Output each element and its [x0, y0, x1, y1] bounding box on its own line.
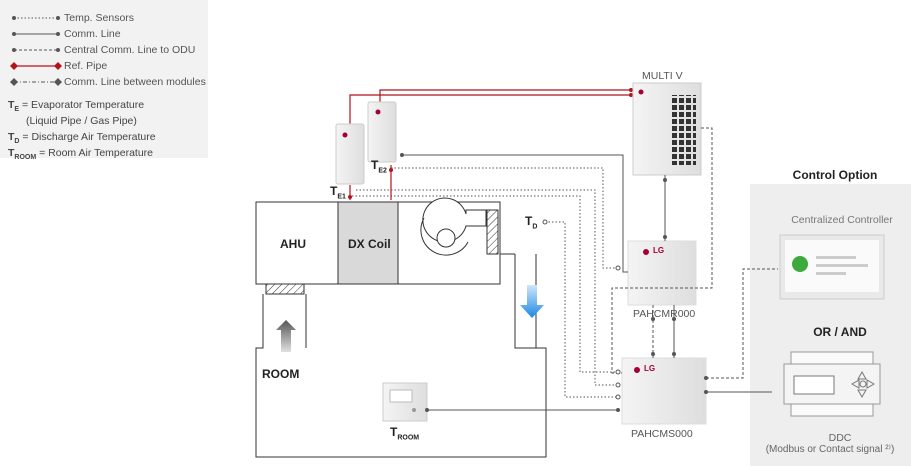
lg-logo-pahcmr: LG	[653, 246, 664, 255]
pahcms000-module	[622, 358, 706, 424]
td-label: TD	[525, 214, 537, 230]
te1-label: TE1	[330, 184, 346, 200]
pahcms000-label: PAHCMS000	[631, 428, 693, 440]
return-air-arrow	[276, 320, 296, 352]
room-label: ROOM	[262, 367, 299, 381]
pahcmr000-label: PAHCMR000	[633, 308, 695, 320]
ahu-label: AHU	[280, 237, 306, 251]
room-remote-controller	[383, 383, 427, 421]
multi-v-outdoor-unit	[633, 83, 701, 175]
ddc-device	[784, 352, 880, 416]
troom-label: TROOM	[390, 425, 419, 441]
dx-coil-label: DX Coil	[348, 237, 391, 251]
centralized-controller-device	[780, 235, 884, 299]
multi-v-label: MULTI V	[642, 70, 683, 82]
ref-kit-unit-1	[336, 124, 364, 184]
lg-logo-pahcms: LG	[644, 364, 655, 373]
supply-air-arrow	[520, 285, 544, 318]
te2-label: TE2	[371, 158, 387, 174]
ref-kit-unit-2	[368, 102, 396, 162]
